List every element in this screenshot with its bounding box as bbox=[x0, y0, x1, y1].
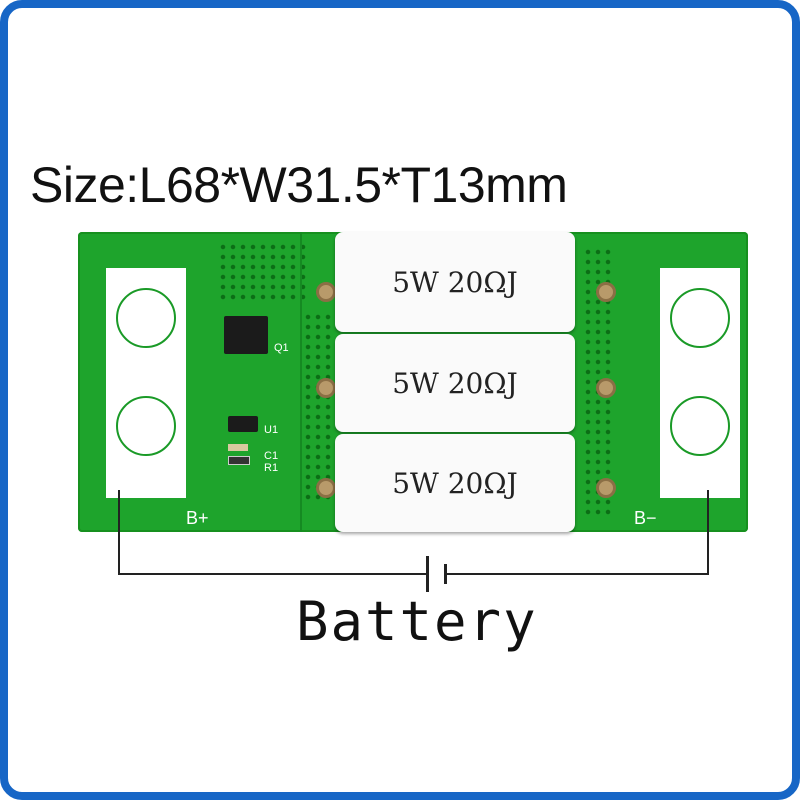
via-array bbox=[303, 312, 333, 502]
resistor-lead bbox=[316, 378, 336, 398]
power-resistor: 5W 20ΩJ bbox=[335, 434, 575, 532]
battery-symbol-short-plate bbox=[444, 564, 447, 584]
silk-c1: C1 bbox=[264, 450, 279, 462]
resistor-rating: 5W 20ΩJ bbox=[392, 466, 518, 500]
battery-label: Battery bbox=[296, 590, 538, 653]
wire-positive bbox=[118, 573, 426, 575]
silk-u1: U1 bbox=[264, 424, 279, 436]
mounting-hole bbox=[116, 288, 176, 348]
resistor-rating: 5W 20ΩJ bbox=[392, 265, 518, 299]
trace-divider bbox=[300, 232, 302, 532]
capacitor-c1 bbox=[228, 444, 248, 451]
pcb-board: Q1 U1 C1 R1 5W 20ΩJ 5W 20ΩJ 5W 20ΩJ B+ B… bbox=[78, 232, 748, 532]
terminal-b-minus-label: B− bbox=[634, 508, 657, 528]
wire-negative bbox=[707, 490, 709, 575]
resistor-lead bbox=[596, 282, 616, 302]
mounting-hole bbox=[670, 396, 730, 456]
mounting-hole bbox=[116, 396, 176, 456]
resistor-lead bbox=[316, 282, 336, 302]
mosfet-chip-q1 bbox=[224, 316, 268, 354]
resistor-rating: 5W 20ΩJ bbox=[392, 366, 518, 400]
power-resistor: 5W 20ΩJ bbox=[335, 334, 575, 432]
silk-r1: R1 bbox=[264, 462, 279, 474]
resistor-r1 bbox=[228, 456, 250, 465]
b-minus-solder-pad bbox=[660, 268, 740, 498]
power-resistor: 5W 20ΩJ bbox=[335, 232, 575, 332]
resistor-lead bbox=[596, 478, 616, 498]
resistor-lead bbox=[596, 378, 616, 398]
b-plus-solder-pad bbox=[106, 268, 186, 498]
silk-q1: Q1 bbox=[274, 342, 289, 354]
resistor-lead bbox=[316, 478, 336, 498]
wire-negative bbox=[446, 573, 709, 575]
ic-chip-u1 bbox=[228, 416, 258, 432]
battery-symbol-long-plate bbox=[426, 556, 429, 592]
wire-positive bbox=[118, 490, 120, 575]
terminal-b-plus-label: B+ bbox=[186, 508, 209, 528]
size-title: Size:L68*W31.5*T13mm bbox=[30, 157, 568, 213]
mounting-hole bbox=[670, 288, 730, 348]
via-array bbox=[218, 242, 308, 302]
